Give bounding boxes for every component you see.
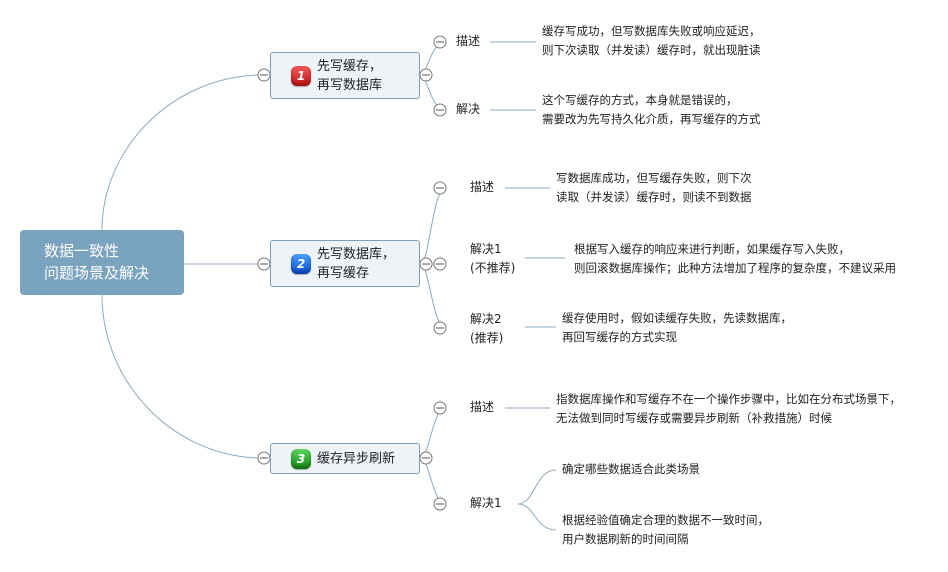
root-node[interactable]: 数据一致性 问题场景及解决 (20, 230, 184, 295)
priority-2-icon: 2 (291, 253, 311, 274)
branch-node-write-db-first[interactable]: 2 先写数据库， 再写缓存 (270, 240, 420, 287)
text-line: 指数据库操作和写缓存不在一个操作步骤中，比如在分布式场景下， (556, 392, 901, 406)
branch-node-write-cache-first[interactable]: 1 先写缓存， 再写数据库 (270, 52, 420, 99)
text-line: 则回滚数据库操作；此种方法增加了程序的复杂度，不建议采用 (574, 261, 896, 275)
priority-3-icon: 3 (291, 448, 311, 469)
topic-label: 解决1 (470, 242, 502, 256)
branch-title-line1: 缓存异步刷新 (317, 451, 396, 466)
topic-describe[interactable]: 描述 (456, 34, 481, 48)
branch-title-line1: 先写缓存， (317, 58, 383, 74)
text-line: 缓存使用时，假如读缓存失败，先读数据库， (562, 311, 792, 325)
collapse-icon[interactable] (257, 68, 271, 82)
text-line: 这个写缓存的方式，本身就是错误的， (542, 93, 738, 107)
collapse-icon[interactable] (433, 257, 447, 271)
topic-solution-1[interactable]: 解决1 (不推荐) (470, 240, 515, 278)
text-line: 则下次读取（并发读）缓存时，就出现脏读 (542, 43, 761, 57)
collapse-icon[interactable] (433, 497, 447, 511)
collapse-icon[interactable] (433, 35, 447, 49)
topic-solution-text: 这个写缓存的方式，本身就是错误的， 需要改为先写持久化介质，再写缓存的方式 (542, 91, 761, 129)
collapse-icon[interactable] (433, 321, 447, 335)
text-line: 写数据库成功，但写缓存失败，则下次 (556, 171, 752, 185)
topic-label: 解决2 (470, 312, 502, 326)
collapse-icon[interactable] (257, 451, 271, 465)
priority-1-icon: 1 (291, 65, 311, 86)
topic-describe[interactable]: 描述 (470, 400, 495, 414)
topic-describe[interactable]: 描述 (470, 180, 495, 194)
collapse-icon[interactable] (419, 451, 433, 465)
root-title-line1: 数据一致性 (44, 242, 120, 260)
text-line: 无法做到同时写缓存或需要异步刷新（补救措施）时候 (556, 411, 832, 425)
topic-solution-2[interactable]: 解决2 (推荐) (470, 310, 503, 348)
text-line: 缓存写成功，但写数据库失败或响应延迟， (542, 24, 761, 38)
text-line: 根据经验值确定合理的数据不一致时间， (562, 513, 769, 527)
collapse-icon[interactable] (257, 257, 271, 271)
collapse-icon[interactable] (419, 68, 433, 82)
text-line: 根据写入缓存的响应来进行判断，如果缓存写入失败， (574, 242, 850, 256)
branch-title-line2: 再写数据库 (317, 77, 383, 93)
text-line: 确定哪些数据适合此类场景 (562, 462, 700, 476)
branch-title-line1: 先写数据库， (317, 246, 396, 262)
branch-node-async-refresh[interactable]: 3 缓存异步刷新 (270, 443, 420, 474)
collapse-icon[interactable] (433, 103, 447, 117)
topic-describe-text: 指数据库操作和写缓存不在一个操作步骤中，比如在分布式场景下， 无法做到同时写缓存… (556, 390, 901, 428)
text-line: 需要改为先写持久化介质，再写缓存的方式 (542, 112, 761, 126)
topic-solution[interactable]: 解决 (456, 102, 481, 116)
topic-label-note: (推荐) (470, 331, 504, 345)
topic-solution-1-text: 根据写入缓存的响应来进行判断，如果缓存写入失败， 则回滚数据库操作；此种方法增加… (574, 240, 896, 278)
collapse-icon[interactable] (433, 401, 447, 415)
topic-describe-text: 写数据库成功，但写缓存失败，则下次 读取（并发读）缓存时，则读不到数据 (556, 169, 752, 207)
topic-solution-2-text: 缓存使用时，假如读缓存失败，先读数据库， 再回写缓存的方式实现 (562, 309, 792, 347)
collapse-icon[interactable] (419, 257, 433, 271)
topic-label-note: (不推荐) (470, 261, 516, 275)
topic-solution-item: 确定哪些数据适合此类场景 (562, 460, 700, 479)
topic-describe-text: 缓存写成功，但写数据库失败或响应延迟， 则下次读取（并发读）缓存时，就出现脏读 (542, 22, 761, 60)
topic-solution-1[interactable]: 解决1 (470, 496, 502, 510)
text-line: 再回写缓存的方式实现 (562, 330, 677, 344)
text-line: 用户数据刷新的时间间隔 (562, 532, 689, 546)
collapse-icon[interactable] (433, 181, 447, 195)
text-line: 读取（并发读）缓存时，则读不到数据 (556, 190, 752, 204)
topic-solution-item: 根据经验值确定合理的数据不一致时间， 用户数据刷新的时间间隔 (562, 511, 769, 549)
root-title-line2: 问题场景及解决 (44, 264, 150, 282)
branch-title-line2: 再写缓存 (317, 265, 370, 281)
